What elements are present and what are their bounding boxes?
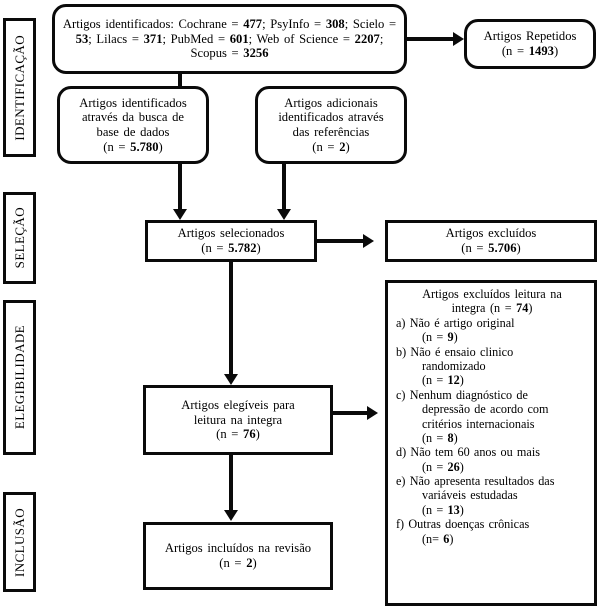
stage-label-identificacao: IDENTIFICAÇÃO: [3, 18, 36, 157]
connector-sources-to-duplicates: [407, 37, 455, 41]
stage-label-elegibilidade-text: ELEGIBILIDADE: [12, 325, 27, 430]
stage-label-elegibilidade: ELEGIBILIDADE: [3, 300, 36, 455]
node-database-search: Artigos identificados através da busca d…: [57, 86, 209, 164]
arrowhead-sources-to-duplicates: [453, 32, 464, 46]
node-duplicates-text: Artigos Repetidos (n = 1493): [483, 29, 577, 58]
node-selected-text: Artigos selecionados (n = 5.782): [177, 226, 285, 255]
list-item: e) Não apresenta resultados das variávei…: [396, 474, 555, 517]
node-eligible: Artigos elegíveis para leitura na integr…: [143, 385, 333, 455]
node-identified-sources: Artigos identificados: Cochrane = 477; P…: [52, 4, 407, 74]
list-item: c) Nenhum diagnóstico de depressão de ac…: [396, 387, 549, 445]
connector-database-to-selected: [178, 164, 182, 212]
connector-eligible-to-included: [229, 455, 233, 513]
connector-sources-stem: [178, 74, 182, 90]
node-included-text: Artigos incluídos na revisão (n = 2): [164, 541, 312, 570]
arrowhead-selected-to-excluded: [363, 234, 374, 248]
arrowhead-additional-to-selected: [277, 209, 291, 220]
node-selected: Artigos selecionados (n = 5.782): [145, 220, 317, 262]
node-identified-sources-text: Artigos identificados: Cochrane = 477; P…: [62, 17, 397, 61]
node-duplicates: Artigos Repetidos (n = 1493): [464, 19, 596, 69]
connector-selected-to-excluded: [317, 239, 365, 243]
stage-label-inclusao: INCLUSÃO: [3, 492, 36, 592]
node-database-search-text: Artigos identificados através da busca d…: [79, 95, 187, 154]
arrowhead-eligible-to-included: [224, 510, 238, 521]
node-excluded-fulltext: Artigos excluídos leitura na integra (n …: [385, 280, 597, 606]
excluded-reasons-list: a) Não é artigo original (n = 9) b) Não …: [396, 316, 588, 546]
connector-selected-to-eligible: [229, 262, 233, 377]
stage-label-selecao: SELEÇÃO: [3, 192, 36, 284]
arrowhead-database-to-selected: [173, 209, 187, 220]
node-excluded-fulltext-header: Artigos excluídos leitura na integra (n …: [422, 287, 562, 316]
list-item: b) Não é ensaio clinico randomizado (n =…: [396, 344, 514, 388]
list-item: a) Não é artigo original (n = 9): [396, 315, 515, 345]
node-additional-records-text: Artigos adicionais identificados através…: [278, 95, 384, 154]
connector-eligible-to-excluded-fulltext: [333, 411, 369, 415]
stage-label-inclusao-text: INCLUSÃO: [12, 507, 27, 577]
arrowhead-selected-to-eligible: [224, 374, 238, 385]
node-included: Artigos incluídos na revisão (n = 2): [143, 522, 333, 590]
node-excluded: Artigos excluídos (n = 5.706): [385, 220, 597, 262]
list-item: d) Não tem 60 anos ou mais (n = 26): [396, 445, 540, 474]
arrowhead-eligible-to-excluded-fulltext: [367, 406, 378, 420]
stage-label-selecao-text: SELEÇÃO: [12, 207, 27, 269]
connector-additional-to-selected: [282, 164, 286, 212]
list-item: f) Outras doenças crônicas (n= 6): [396, 517, 530, 546]
node-eligible-text: Artigos elegíveis para leitura na integr…: [181, 398, 295, 442]
node-additional-records: Artigos adicionais identificados através…: [255, 86, 407, 164]
stage-label-identificacao-text: IDENTIFICAÇÃO: [12, 34, 27, 141]
node-excluded-text: Artigos excluídos (n = 5.706): [445, 226, 537, 255]
